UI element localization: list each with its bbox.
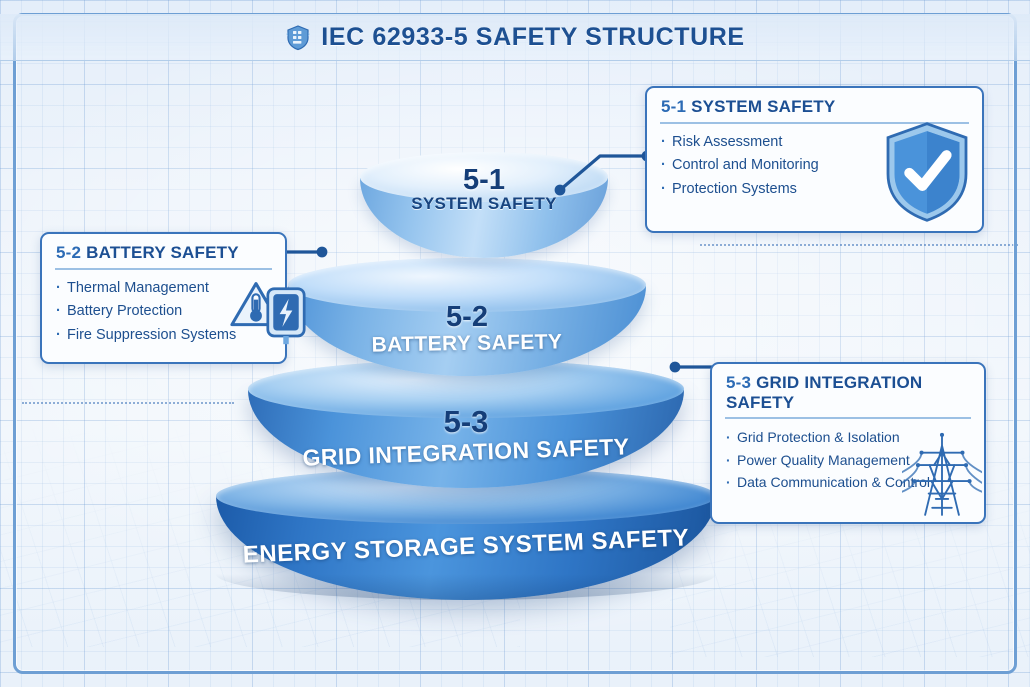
callout-grid-integration-safety-title: GRID INTEGRATION SAFETY (726, 373, 923, 412)
pyramid-tier-5-1[interactable]: 5-1 SYSTEM SAFETY (360, 152, 608, 264)
callout-system-safety-rule (660, 121, 969, 124)
tier-base-bottom-shadow (216, 574, 716, 600)
callout-system-safety[interactable]: 5-1 SYSTEM SAFETY Risk Assessment Contro… (645, 86, 984, 233)
battery-bolt-icon (265, 286, 307, 351)
callout-grid-integration-safety-header: 5-3 GRID INTEGRATION SAFETY (712, 364, 984, 417)
list-item: Data Communication & Control (726, 471, 970, 494)
list-item: Control and Monitoring (661, 154, 968, 177)
callout-battery-safety-list: Thermal Management Battery Protection Fi… (42, 277, 285, 358)
pyramid-tier-5-2[interactable]: 5-2 BATTERY SAFETY (288, 258, 646, 382)
callout-battery-safety-title: BATTERY SAFETY (86, 243, 239, 262)
list-item: Battery Protection (56, 300, 271, 323)
callout-grid-integration-safety-list: Grid Protection & Isolation Power Qualit… (712, 426, 984, 505)
tier-5-2-top (288, 258, 646, 312)
callout-system-safety-index: 5-1 (661, 97, 687, 116)
callout-battery-safety-index: 5-2 (56, 243, 82, 262)
pyramid-tier-base[interactable]: ENERGY STORAGE SYSTEM SAFETY (216, 468, 716, 600)
callout-battery-safety-header: 5-2 BATTERY SAFETY (42, 234, 285, 268)
guide-line-right (700, 244, 1018, 246)
callout-system-safety-header: 5-1 SYSTEM SAFETY (647, 88, 982, 122)
page-title: IEC 62933-5 SAFETY STRUCTURE (321, 22, 745, 51)
shield-grid-icon (285, 23, 311, 51)
list-item: Protection Systems (661, 178, 968, 201)
callout-grid-integration-safety-index: 5-3 (726, 373, 752, 392)
callout-system-safety-list: Risk Assessment Control and Monitoring P… (647, 131, 982, 212)
list-item: Fire Suppression Systems (56, 324, 271, 347)
callout-grid-integration-safety[interactable]: 5-3 GRID INTEGRATION SAFETY Grid Protect… (710, 362, 986, 524)
list-item: Thermal Management (56, 277, 271, 300)
tier-5-1-top (360, 152, 608, 202)
list-item: Grid Protection & Isolation (726, 426, 970, 449)
list-item: Risk Assessment (661, 131, 968, 154)
callout-grid-integration-safety-rule (725, 417, 971, 420)
callout-system-safety-title: SYSTEM SAFETY (691, 97, 836, 116)
guide-line-left (22, 402, 234, 404)
list-item: Power Quality Management (726, 449, 970, 472)
callout-battery-safety-rule (55, 267, 272, 270)
page-title-bar: IEC 62933-5 SAFETY STRUCTURE (0, 14, 1030, 61)
